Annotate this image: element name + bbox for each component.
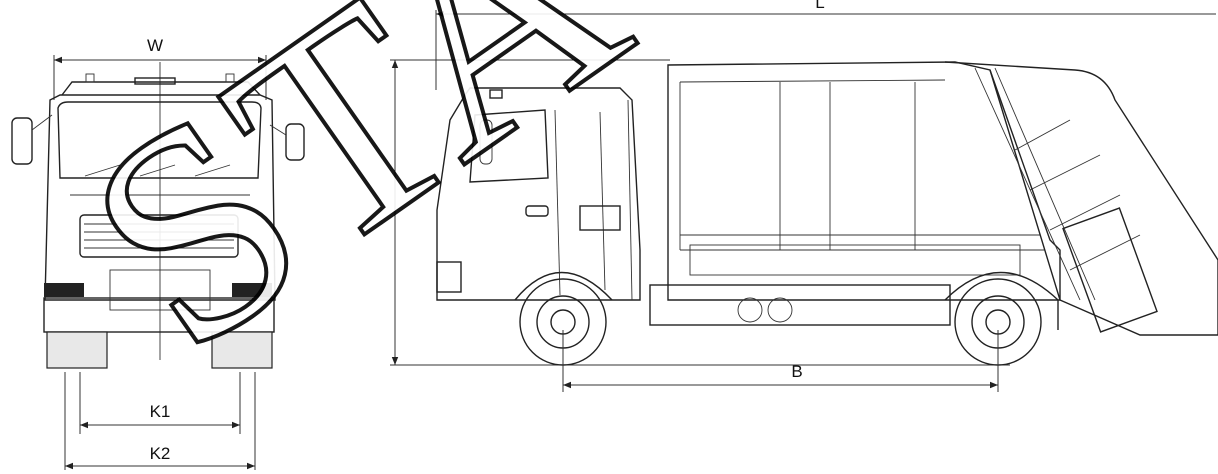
- headlight-left: [44, 283, 84, 297]
- front-tire-right: [211, 331, 273, 369]
- loader-arm: [974, 67, 1096, 301]
- cab-roof: [61, 81, 261, 96]
- front-fender: [514, 271, 613, 301]
- rear-loader: [944, 61, 1218, 336]
- chassis-frame: [649, 284, 951, 326]
- side-window: [469, 109, 549, 183]
- bumper-center: [109, 269, 211, 311]
- roof-marker-right: [225, 73, 235, 83]
- roof-beacon: [134, 77, 176, 85]
- rear-wheel: [944, 271, 1059, 366]
- headlight-right: [232, 283, 272, 297]
- windshield: [57, 101, 262, 179]
- side-step-panel: [579, 205, 621, 231]
- door-handle: [525, 205, 549, 217]
- air-tank-2: [767, 297, 793, 323]
- mirror-arm-right: [269, 124, 287, 136]
- compactor-body: [667, 61, 1061, 301]
- mirror-right: [285, 123, 305, 161]
- grille: [79, 214, 239, 258]
- track-front-label: K1: [150, 402, 171, 421]
- rear-fender: [944, 271, 1059, 330]
- front-view: W: [11, 36, 305, 470]
- air-tank-1: [737, 297, 763, 323]
- wipers: [84, 164, 231, 177]
- track-rear-label: K2: [150, 444, 171, 463]
- cab-roof-marker: [489, 89, 503, 99]
- length-label: L: [815, 0, 824, 12]
- mirror-left: [11, 117, 33, 165]
- side-cab: [436, 87, 641, 301]
- cab-body: [44, 94, 276, 301]
- mirror-arm-left: [31, 114, 53, 131]
- width-label: W: [147, 36, 163, 55]
- body-side-panel: [689, 244, 1021, 276]
- loader-bin: [1062, 207, 1158, 333]
- cab-back: [627, 99, 633, 301]
- cab-rear-line: [599, 111, 606, 291]
- door-line: [554, 109, 561, 296]
- loader-ribs: [1014, 119, 1141, 271]
- side-mirror: [479, 119, 493, 165]
- wheelbase-label: B: [791, 362, 802, 381]
- front-tire-left: [46, 331, 108, 369]
- side-view: L: [390, 0, 1218, 392]
- front-bumper: [43, 297, 275, 333]
- roof-marker-left: [85, 73, 95, 83]
- side-headlight: [436, 261, 462, 293]
- body-top-line: [679, 79, 946, 83]
